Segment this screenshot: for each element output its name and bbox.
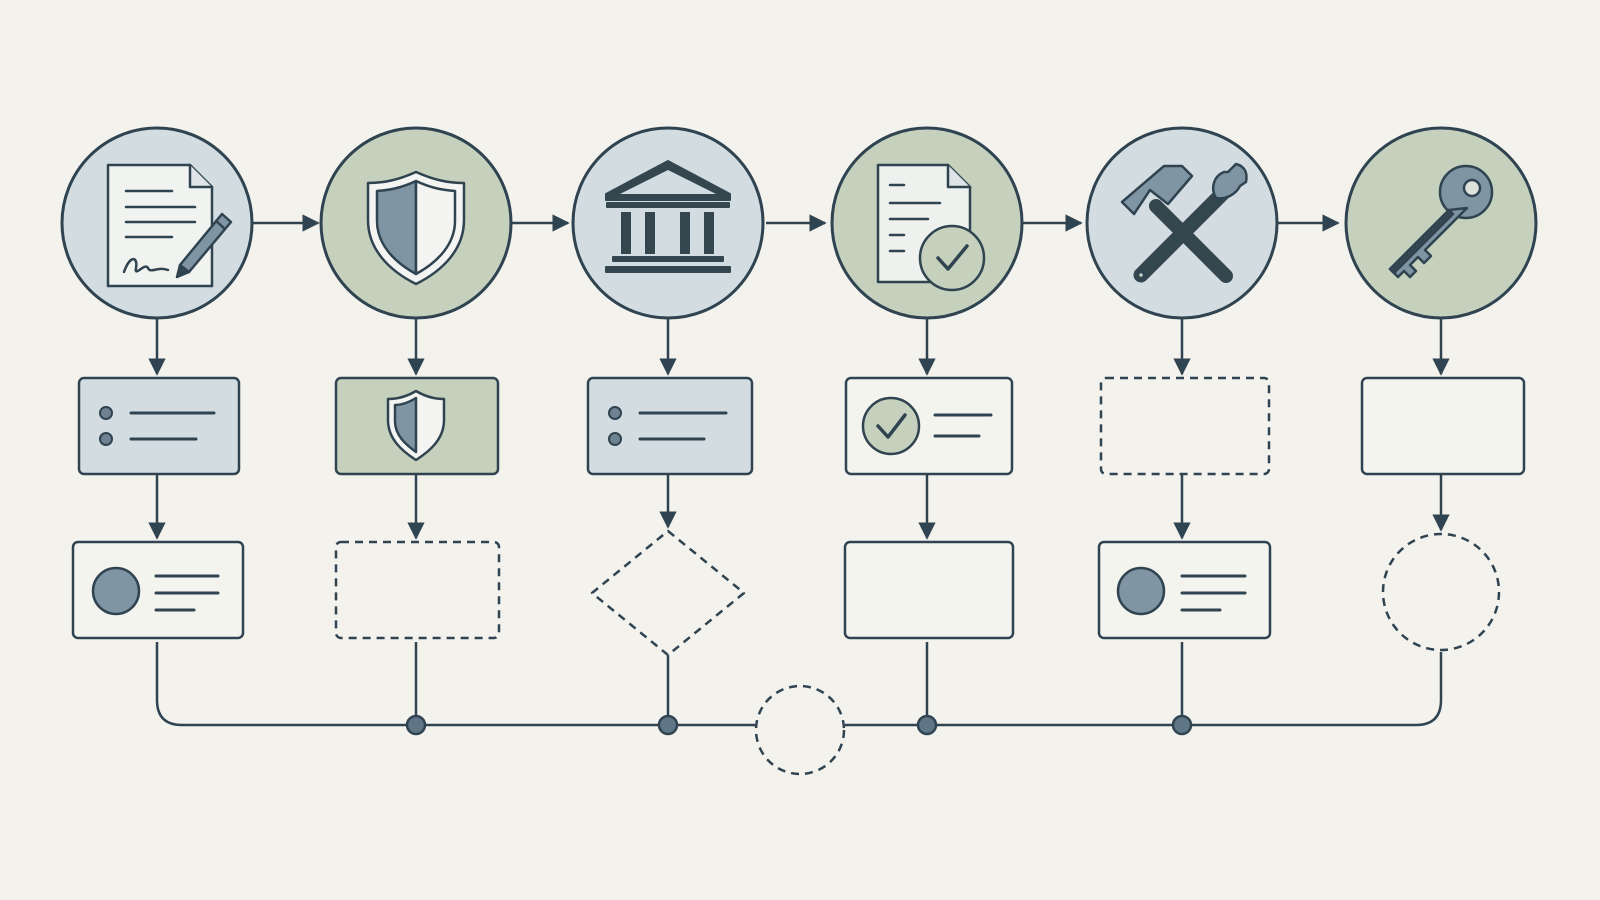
step3-bullet-card [586,376,754,476]
bullet-dot [99,406,113,420]
step2-dashed-box [334,540,501,640]
bullet-dot [608,432,622,446]
card-to-second-arrows [148,474,1450,540]
avatar [1116,566,1166,616]
hammer-wrench-icon [1120,162,1248,283]
step6-dashed-circle [1381,532,1501,652]
bus-junction-dots [405,714,1193,736]
bullet-dot [608,406,622,420]
step4-empty-box [843,540,1015,640]
step5-dashed-box [1099,376,1271,476]
shield-icon [386,389,446,462]
step1-bullet-card [77,376,241,476]
bus-placeholder-circle [754,684,846,776]
second-row-cards [77,376,1526,476]
approved-document-icon [876,163,986,292]
junction-dot-step5 [1171,714,1193,736]
step5-avatar-card [1097,540,1272,640]
junction-dot-step4 [916,714,938,736]
bottom-bus [155,642,1443,727]
junction-dot-step2 [405,714,427,736]
shield-icon [366,170,466,286]
circle-to-card-arrows [148,318,1450,376]
step1-avatar-card [71,540,245,640]
step3-circle [571,126,765,320]
third-row-elements [71,529,1501,657]
bullet-dot [99,432,113,446]
check-icon [861,396,921,456]
bus-right-leg [845,652,1443,727]
avatar [91,566,141,616]
step2-shield-card [334,376,500,476]
step6-empty-box [1360,376,1526,476]
step3-dashed-diamond [590,529,746,657]
key-icon [1388,164,1494,279]
institution-building-icon [605,160,731,273]
bus-left-leg [155,642,755,727]
junction-dot-step3 [657,714,679,736]
step4-check-card [844,376,1014,476]
signed-document-icon [106,163,233,288]
